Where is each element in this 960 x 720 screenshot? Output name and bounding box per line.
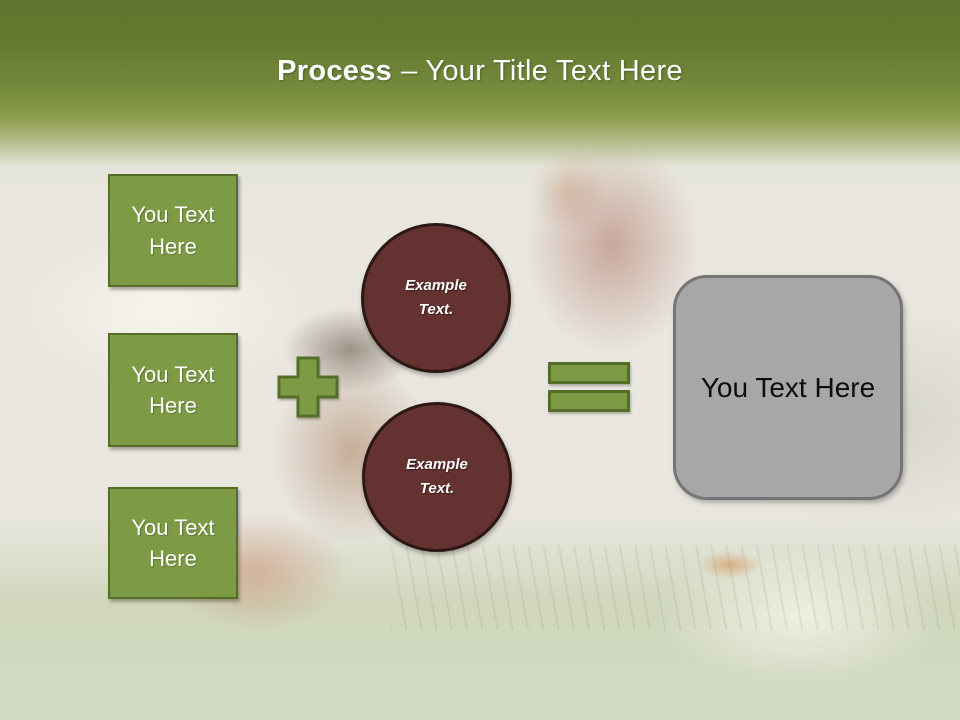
example-circle-2: Example Text. xyxy=(362,402,512,552)
example-circle-2-label: Example Text. xyxy=(406,456,468,497)
grass-texture xyxy=(390,545,960,630)
equals-bar-bottom xyxy=(548,390,630,412)
title-keyword: Process xyxy=(277,55,393,87)
plus-icon-svg xyxy=(277,356,339,418)
result-box-label: You Text Here xyxy=(700,371,876,403)
input-box-1-label: You Text Here xyxy=(131,202,215,259)
input-box-3: You Text Here xyxy=(108,487,238,599)
example-circle-1: Example Text. xyxy=(361,223,511,373)
equals-icon xyxy=(548,362,630,412)
input-box-1: You Text Here xyxy=(108,174,238,287)
example-circle-1-label: Example Text. xyxy=(405,277,467,318)
slide-title: Process– Your Title Text Here xyxy=(0,55,960,88)
input-box-2-label: You Text Here xyxy=(131,361,215,418)
title-subtitle: – Your Title Text Here xyxy=(401,55,683,87)
equals-bar-top xyxy=(548,362,630,384)
plus-icon xyxy=(276,355,340,419)
input-box-2: You Text Here xyxy=(108,333,238,447)
result-box: You Text Here xyxy=(673,275,903,500)
input-box-3-label: You Text Here xyxy=(131,514,215,571)
